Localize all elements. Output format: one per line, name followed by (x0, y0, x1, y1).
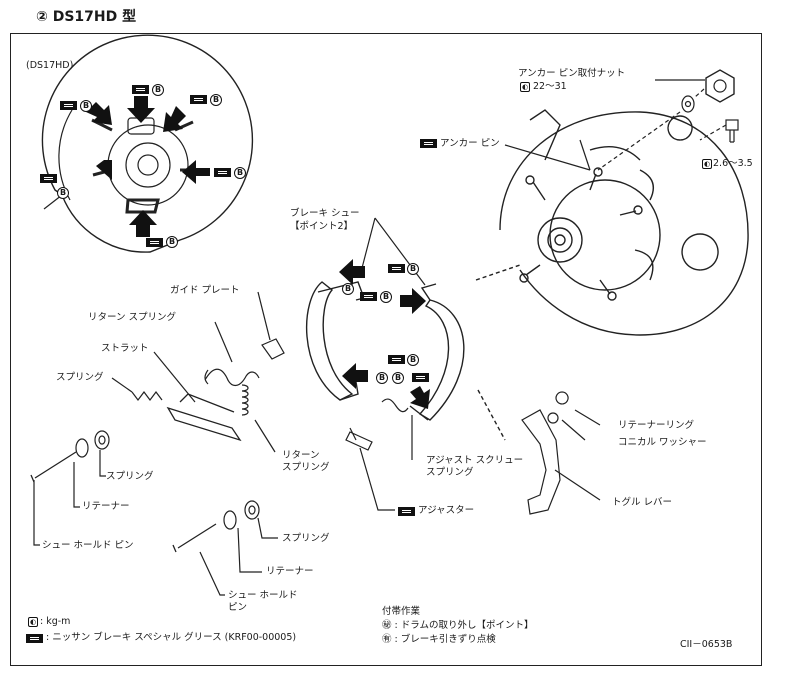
retainer-ring-label: リテーナーリング (618, 420, 695, 431)
legend-grease: : ニッサン ブレーキ スペシャル グリース (KRF00-00005) (46, 632, 297, 643)
shoe-arrows (339, 259, 430, 409)
guide-plate-label: ガイド プレート (170, 285, 240, 296)
anchor-nut-torque: 22～31 (533, 81, 567, 92)
retainer-c-label: リテーナー (266, 566, 314, 577)
grease-icon (60, 101, 77, 110)
b-circle-icon: B (57, 187, 69, 199)
grease-icon (132, 85, 149, 94)
b-circle-icon: B (152, 84, 164, 96)
torque-wrench-icon: ◐ (520, 82, 530, 92)
inset-arrows (86, 96, 210, 237)
adjust-screw-spring-label-2: スプリング (426, 467, 474, 478)
adjuster-label: アジャスター (418, 505, 475, 516)
retainer-a-label: リテーナー (82, 501, 130, 512)
anchor-nut-label: アンカー ピン取付ナット (518, 68, 626, 79)
strut-label: ストラット (101, 343, 149, 354)
brake-shoe-label: ブレーキ シュー (290, 208, 360, 219)
return-spring-b-label-2: スプリング (282, 462, 330, 473)
shoe-hold-pin-c-label: シュー ホールド (228, 590, 298, 601)
b-circle-icon: B (407, 263, 419, 275)
figure-code: CII－0653B (680, 639, 733, 650)
anchor-pin-label: アンカー ピン (440, 138, 500, 149)
conical-washer-label: コニカル ワッシャー (618, 437, 707, 448)
grease-icon (214, 168, 231, 177)
notes-item-1: ㊙ : ドラムの取り外し【ポイント】 (382, 620, 534, 631)
backing-plate-assembly (499, 109, 749, 336)
page-title: ② DS17HD 型 (36, 9, 137, 25)
b-circle-icon: B (210, 94, 222, 106)
shoe-hold-pin-c-label-2: ピン (228, 602, 248, 613)
brake-shoe-point: 【ポイント2】 (290, 221, 354, 232)
grease-icon (360, 292, 377, 301)
b-circle-icon: B (392, 372, 404, 384)
notes-heading: 付帯作業 (382, 606, 421, 617)
toggle-lever-label: トグル レバー (612, 497, 673, 508)
spring-b-label: スプリング (106, 471, 154, 482)
grease-icon (146, 238, 163, 247)
bolt-torque-label: 2.6～3.5 (713, 158, 753, 169)
shoe-hold-pin-a-label: シュー ホールド ピン (42, 540, 134, 551)
torque-wrench-icon: ◐ (702, 159, 712, 169)
grease-icon (26, 634, 43, 643)
b-circle-icon: B (407, 354, 419, 366)
torque-wrench-icon: ◐ (28, 617, 38, 627)
grease-icon (388, 355, 405, 364)
grease-icon (412, 373, 429, 382)
return-spring-a-label: リターン スプリング (88, 312, 177, 323)
b-circle-icon: B (380, 291, 392, 303)
b-circle-icon: B (234, 167, 246, 179)
bleeder-bolt (699, 119, 739, 143)
guide-plate (261, 338, 285, 360)
grease-icon (398, 507, 415, 516)
legend-torque-unit: : kg-m (40, 616, 71, 627)
grease-icon (190, 95, 207, 104)
b-circle-icon: B (376, 372, 388, 384)
grease-icon (40, 174, 57, 183)
anchor-nut (597, 69, 735, 171)
grease-icon (388, 264, 405, 273)
adjust-screw-spring-label: アジャスト スクリュー (426, 455, 524, 466)
inset-label: (DS17HD) (26, 60, 74, 71)
grease-icon (420, 139, 437, 148)
b-circle-icon: B (342, 283, 354, 295)
spring-c-label: スプリング (282, 533, 330, 544)
notes-item-2: ㊒ : ブレーキ引きずり点検 (382, 634, 496, 645)
return-spring-b-label: リターン (282, 450, 320, 461)
diagram-frame (10, 33, 762, 666)
b-circle-icon: B (166, 236, 178, 248)
b-circle-icon: B (80, 100, 92, 112)
spring-a-label: スプリング (56, 372, 104, 383)
